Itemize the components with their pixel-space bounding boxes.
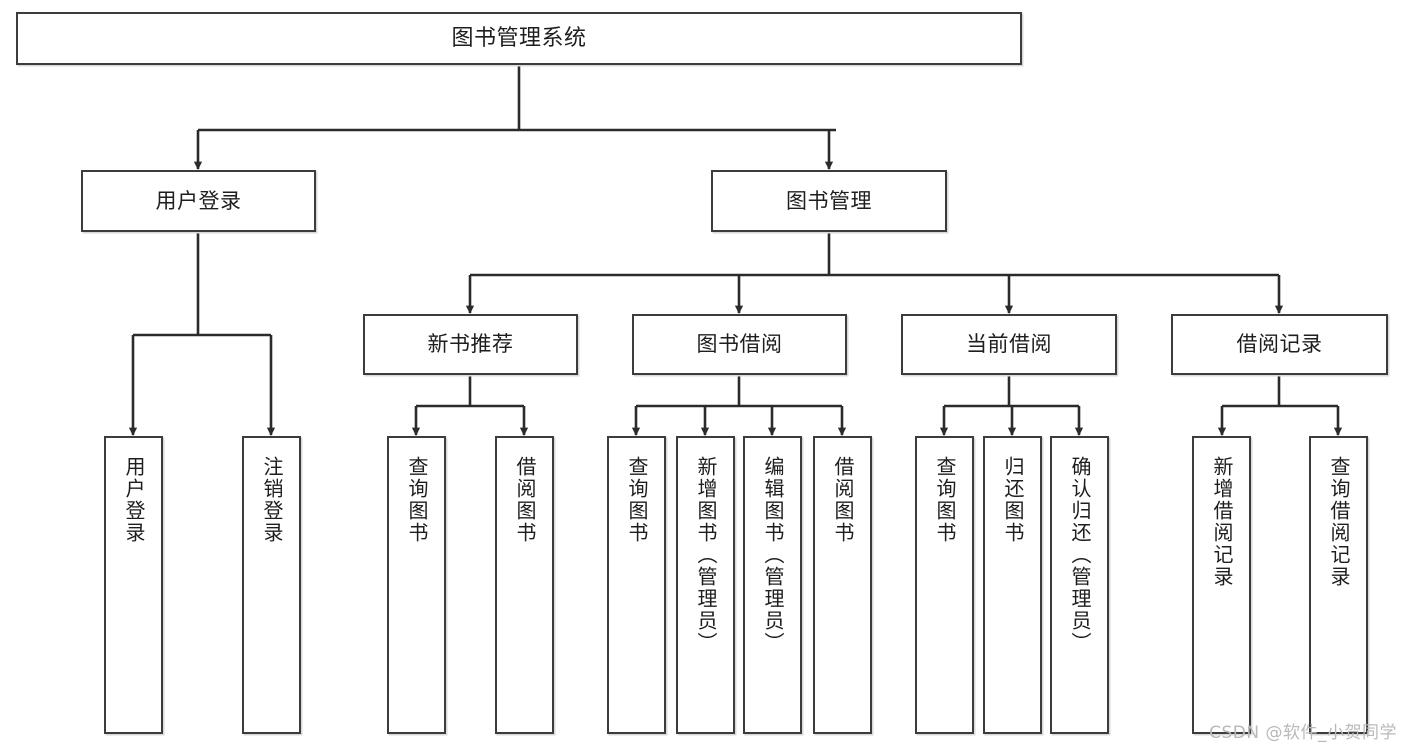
leaf-node-bb-borrow-book[interactable]: 借阅图书 <box>813 436 872 734</box>
node-borrow-record[interactable]: 借阅记录 <box>1171 314 1388 375</box>
leaf-node-br-add-record[interactable]: 新增借阅记录 <box>1192 436 1251 734</box>
leaf-node-user-login[interactable]: 用户登录 <box>104 436 163 734</box>
node-borrow-record-label: 借阅记录 <box>1236 332 1323 357</box>
leaf-node-br-query-record-label: 查询借阅记录 <box>1327 456 1351 588</box>
node-book-manage[interactable]: 图书管理 <box>711 170 947 232</box>
leaf-node-cb-confirm-return[interactable]: 确认归还（管理员） <box>1050 436 1109 734</box>
node-root-label: 图书管理系统 <box>451 25 587 51</box>
leaf-node-bb-borrow-book-label: 借阅图书 <box>831 456 855 544</box>
leaf-node-user-logout[interactable]: 注销登录 <box>242 436 301 734</box>
node-book-manage-label: 图书管理 <box>786 188 872 213</box>
leaf-node-br-query-record[interactable]: 查询借阅记录 <box>1309 436 1368 734</box>
leaf-node-cb-query-book-label: 查询图书 <box>933 456 957 544</box>
csdn-watermark: CSDN @软件_小贺同学 <box>1209 723 1397 743</box>
leaf-node-user-login-label: 用户登录 <box>122 456 146 544</box>
node-current-borrow-label: 当前借阅 <box>966 332 1052 357</box>
node-current-borrow[interactable]: 当前借阅 <box>901 314 1117 375</box>
leaf-node-bb-edit-book-label: 编辑图书（管理员） <box>761 456 785 654</box>
leaf-node-bb-add-book-label: 新增图书（管理员） <box>694 456 718 654</box>
leaf-node-bb-query-book[interactable]: 查询图书 <box>607 436 666 734</box>
leaf-node-rec-query-book-label: 查询图书 <box>405 456 429 544</box>
leaf-node-rec-query-book[interactable]: 查询图书 <box>387 436 446 734</box>
leaf-node-cb-return-book[interactable]: 归还图书 <box>983 436 1042 734</box>
leaf-node-cb-confirm-return-label: 确认归还（管理员） <box>1068 456 1092 654</box>
leaf-node-user-logout-label: 注销登录 <box>260 456 284 544</box>
node-user-login-label: 用户登录 <box>155 188 242 213</box>
leaf-node-rec-borrow-book[interactable]: 借阅图书 <box>495 436 554 734</box>
leaf-node-bb-query-book-label: 查询图书 <box>625 456 649 544</box>
node-new-book-rec[interactable]: 新书推荐 <box>363 314 578 375</box>
node-root[interactable]: 图书管理系统 <box>16 12 1022 65</box>
node-book-borrow[interactable]: 图书借阅 <box>632 314 847 375</box>
leaf-node-rec-borrow-book-label: 借阅图书 <box>513 456 537 544</box>
node-new-book-rec-label: 新书推荐 <box>427 332 514 357</box>
leaf-node-bb-add-book[interactable]: 新增图书（管理员） <box>676 436 735 734</box>
leaf-node-cb-return-book-label: 归还图书 <box>1001 456 1025 544</box>
node-user-login[interactable]: 用户登录 <box>81 170 316 232</box>
leaf-node-bb-edit-book[interactable]: 编辑图书（管理员） <box>743 436 802 734</box>
leaf-node-cb-query-book[interactable]: 查询图书 <box>915 436 974 734</box>
leaf-node-br-add-record-label: 新增借阅记录 <box>1210 456 1234 588</box>
node-book-borrow-label: 图书借阅 <box>696 332 783 357</box>
